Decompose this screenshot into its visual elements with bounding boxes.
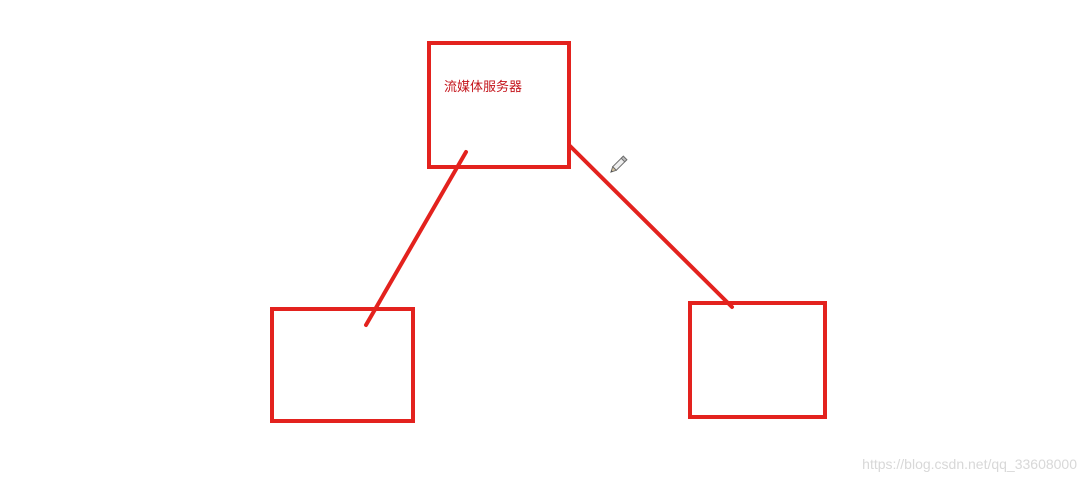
connector-left bbox=[364, 150, 468, 327]
server-box bbox=[427, 41, 571, 169]
client-box-right bbox=[688, 301, 827, 419]
pencil-icon bbox=[610, 155, 628, 173]
client-box-left bbox=[270, 307, 415, 423]
connector-right bbox=[568, 144, 734, 309]
server-label: 流媒体服务器 bbox=[444, 80, 523, 95]
watermark-text: https://blog.csdn.net/qq_33608000 bbox=[862, 456, 1077, 472]
